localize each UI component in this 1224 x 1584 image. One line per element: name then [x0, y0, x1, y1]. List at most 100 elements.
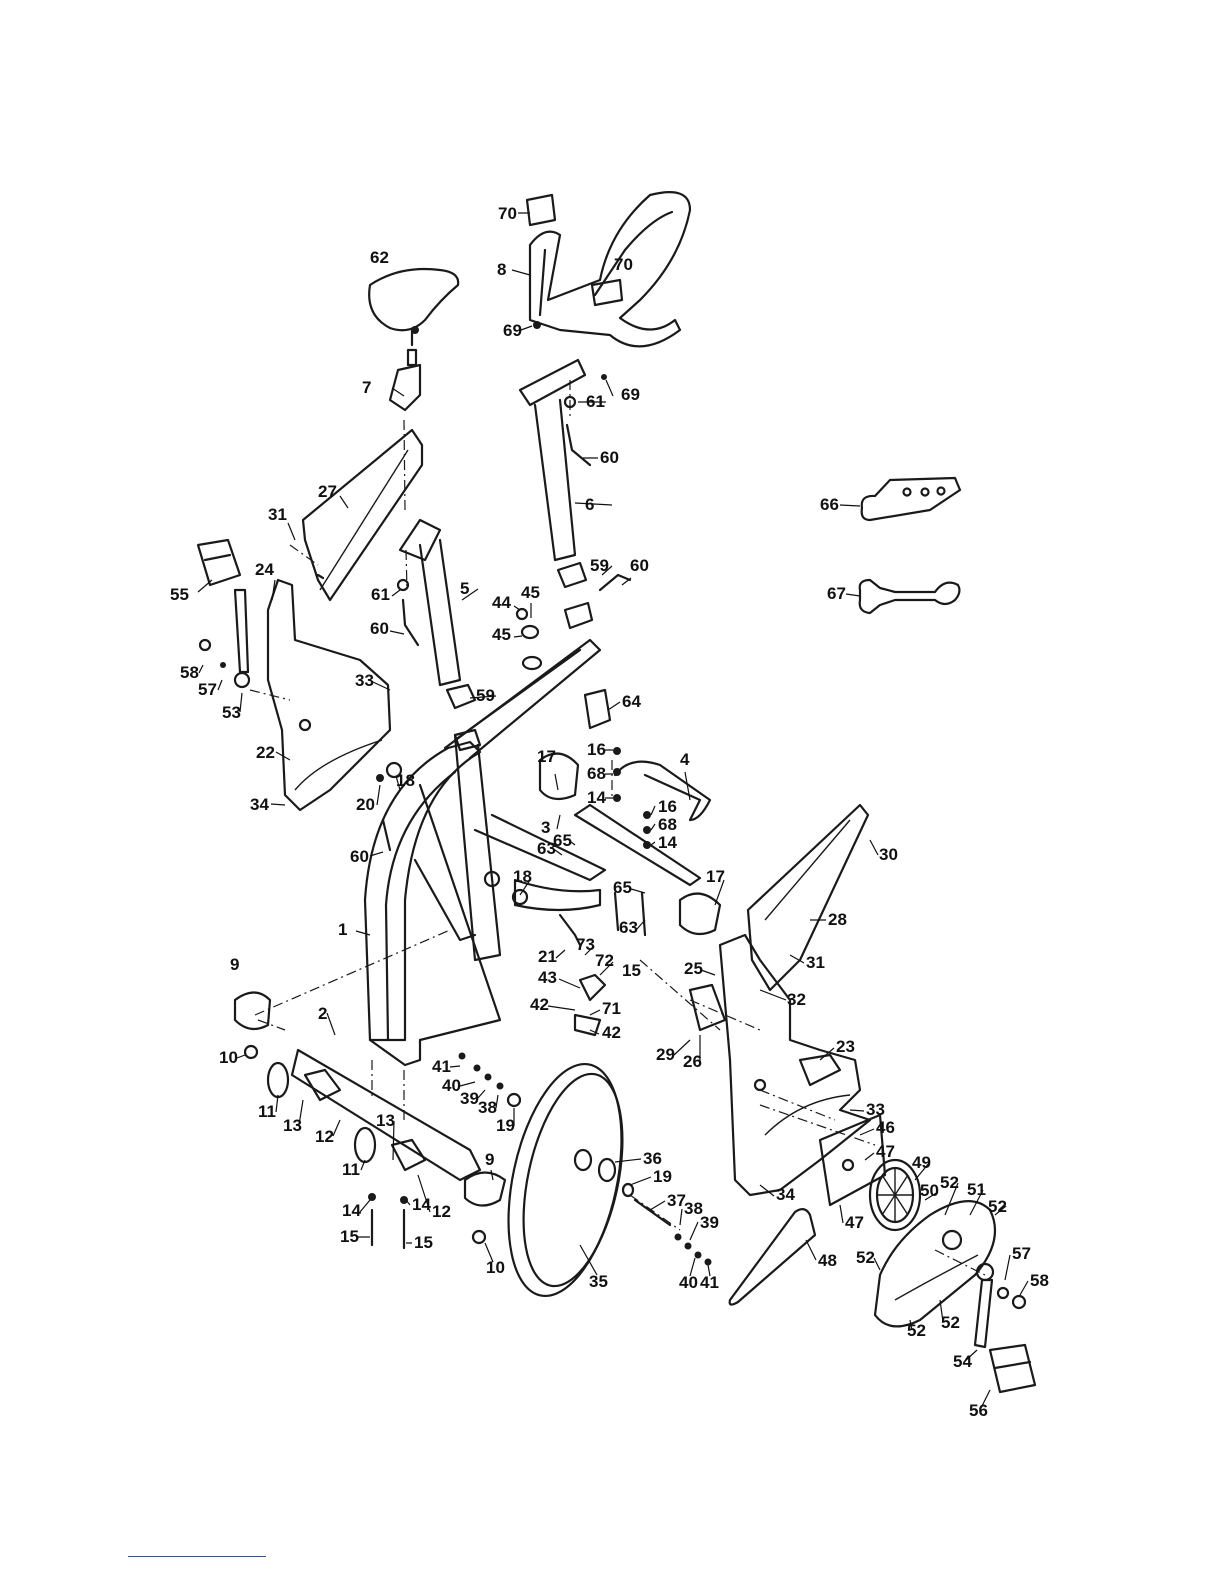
callout-67: 67	[827, 584, 846, 603]
callout-51: 51	[967, 1180, 986, 1199]
callout-43: 43	[538, 968, 557, 987]
callout-34: 34	[776, 1185, 795, 1204]
callout-19: 19	[653, 1167, 672, 1186]
callout-14: 14	[587, 788, 606, 807]
callout-40: 40	[442, 1076, 461, 1095]
callout-39: 39	[700, 1213, 719, 1232]
callout-38: 38	[684, 1199, 703, 1218]
footer-rule	[128, 1556, 266, 1557]
callout-12: 12	[432, 1202, 451, 1221]
callout-9: 9	[485, 1150, 494, 1169]
callout-36: 36	[643, 1149, 662, 1168]
callout-58: 58	[180, 663, 199, 682]
callout-45: 45	[492, 625, 511, 644]
rear-stabilizer	[538, 752, 722, 936]
callout-20: 20	[356, 795, 375, 814]
callout-60: 60	[630, 556, 649, 575]
callout-27: 27	[318, 482, 337, 501]
callout-31: 31	[806, 953, 825, 972]
seat-post	[398, 518, 482, 752]
callout-31: 31	[268, 505, 287, 524]
callout-34: 34	[250, 795, 269, 814]
callout-68: 68	[587, 764, 606, 783]
callout-64: 64	[622, 692, 641, 711]
callout-70: 70	[614, 255, 633, 274]
callout-32: 32	[787, 990, 806, 1009]
callout-3: 3	[541, 818, 550, 837]
callout-8: 8	[497, 260, 506, 279]
callout-60: 60	[370, 619, 389, 638]
callout-5: 5	[460, 579, 469, 598]
callout-60: 60	[600, 448, 619, 467]
handlebar-post	[518, 358, 612, 730]
left-pedal	[196, 538, 251, 689]
callout-33: 33	[866, 1100, 885, 1119]
callout-63: 63	[619, 918, 638, 937]
main-frame	[363, 638, 607, 1067]
callout-33: 33	[355, 671, 374, 690]
callout-69: 69	[503, 321, 522, 340]
callout-40: 40	[679, 1273, 698, 1292]
right-shroud-28	[746, 803, 870, 992]
saddle	[368, 267, 460, 412]
callout-25: 25	[684, 959, 703, 978]
hardware	[198, 321, 1027, 1310]
callout-65: 65	[613, 878, 632, 897]
callout-53: 53	[222, 703, 241, 722]
callout-21: 21	[538, 947, 557, 966]
callout-71: 71	[602, 999, 621, 1018]
callout-52: 52	[941, 1313, 960, 1332]
flywheel	[507, 1062, 635, 1298]
callout-38: 38	[478, 1098, 497, 1117]
callout-41: 41	[700, 1273, 719, 1292]
callout-47: 47	[845, 1213, 864, 1232]
left-shroud-27	[301, 428, 424, 602]
callout-11: 11	[258, 1102, 276, 1121]
callout-22: 22	[256, 743, 275, 762]
leader-lines	[197, 212, 1029, 1411]
assembly-lines	[249, 380, 986, 1276]
part-labels: 70 8 70 69 69 62 7 61 60 27 6 31 24 55 6…	[170, 204, 1049, 1420]
pulley	[818, 1113, 922, 1232]
callout-26: 26	[683, 1052, 702, 1071]
callout-65: 65	[553, 831, 572, 850]
callout-59: 59	[476, 686, 495, 705]
callout-57: 57	[198, 680, 217, 699]
callout-55: 55	[170, 585, 189, 604]
callout-9: 9	[230, 955, 239, 974]
callout-59: 59	[590, 556, 609, 575]
wrench	[858, 578, 961, 615]
callout-13: 13	[283, 1116, 302, 1135]
callout-12: 12	[315, 1127, 334, 1146]
callout-16: 16	[587, 740, 606, 759]
callout-19: 19	[496, 1116, 515, 1135]
callout-2: 2	[318, 1004, 327, 1023]
callout-60: 60	[350, 847, 369, 866]
callout-1: 1	[338, 920, 347, 939]
callout-61: 61	[371, 585, 390, 604]
callout-42: 42	[530, 995, 549, 1014]
callout-29: 29	[656, 1045, 675, 1064]
callout-14: 14	[342, 1201, 361, 1220]
drive-belt	[728, 1208, 817, 1306]
multi-tool	[860, 476, 962, 522]
callout-57: 57	[1012, 1244, 1031, 1263]
callout-52: 52	[907, 1321, 926, 1340]
callout-58: 58	[1030, 1271, 1049, 1290]
callout-13: 13	[376, 1111, 395, 1130]
callout-15: 15	[622, 961, 641, 980]
left-guard-22	[266, 578, 392, 812]
callout-35: 35	[589, 1272, 608, 1291]
callout-16: 16	[658, 797, 677, 816]
right-pedal	[973, 1262, 1037, 1394]
callout-73: 73	[576, 935, 595, 954]
callout-18: 18	[396, 771, 415, 790]
callout-18: 18	[513, 867, 532, 886]
callout-52: 52	[940, 1173, 959, 1192]
parts-drawing	[196, 191, 1037, 1394]
callout-30: 30	[879, 845, 898, 864]
chain-cover	[873, 1200, 997, 1328]
callout-24: 24	[255, 560, 274, 579]
callout-54: 54	[953, 1352, 972, 1371]
